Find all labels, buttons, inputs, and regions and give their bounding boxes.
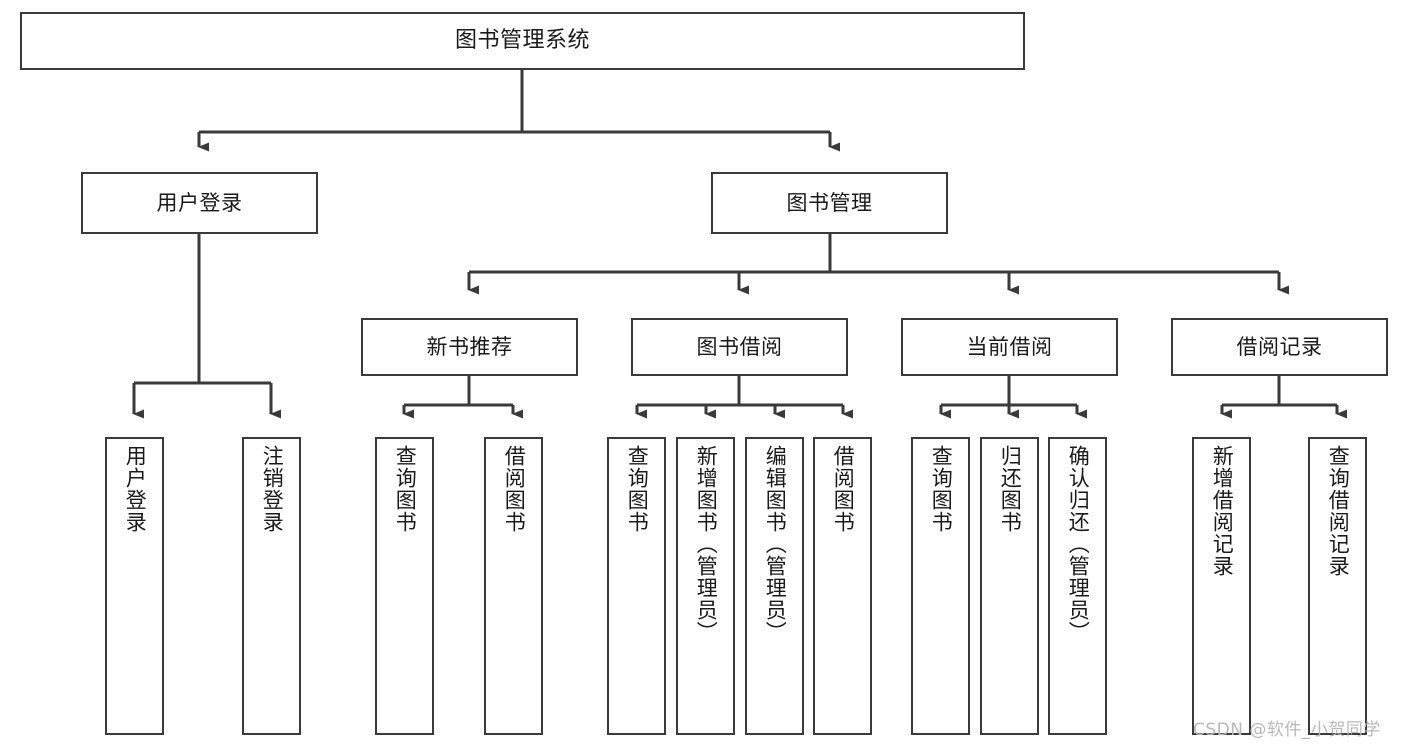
node-label: 新增借阅记录 xyxy=(1210,445,1235,577)
leaf-user-login-signin[interactable]: 用户登录 xyxy=(105,437,164,735)
node-label: 编辑图书（管理员） xyxy=(763,445,788,643)
node-label: 查询借阅记录 xyxy=(1326,445,1351,577)
node-label: 注销登录 xyxy=(260,445,285,533)
node-book-management[interactable]: 图书管理 xyxy=(711,172,948,234)
node-borrow-record[interactable]: 借阅记录 xyxy=(1171,318,1388,376)
node-label: 借阅图书 xyxy=(831,445,856,533)
leaf-user-login-signout[interactable]: 注销登录 xyxy=(242,437,301,735)
leaf-record-add[interactable]: 新增借阅记录 xyxy=(1192,437,1251,735)
leaf-new-book-query[interactable]: 查询图书 xyxy=(375,437,434,735)
node-label: 借阅记录 xyxy=(1236,334,1323,359)
node-label: 借阅图书 xyxy=(502,445,527,533)
leaf-current-return-book[interactable]: 归还图书 xyxy=(980,437,1039,735)
node-root-system[interactable]: 图书管理系统 xyxy=(20,12,1025,70)
node-label: 图书管理系统 xyxy=(454,28,590,54)
node-label: 图书管理 xyxy=(786,190,873,215)
node-label: 图书借阅 xyxy=(696,334,783,359)
node-label: 用户登录 xyxy=(156,190,243,215)
leaf-borrow-query-book[interactable]: 查询图书 xyxy=(607,437,666,735)
node-label: 用户登录 xyxy=(123,445,148,533)
node-label: 确认归还（管理员） xyxy=(1066,445,1091,643)
node-label: 查询图书 xyxy=(625,445,650,533)
watermark: CSDN @软件_小贺同学 xyxy=(1193,720,1381,740)
node-label: 新书推荐 xyxy=(426,334,513,359)
leaf-current-confirm-return-admin[interactable]: 确认归还（管理员） xyxy=(1048,437,1107,735)
node-book-borrow[interactable]: 图书借阅 xyxy=(631,318,848,376)
node-label: 归还图书 xyxy=(998,445,1023,533)
node-label: 查询图书 xyxy=(393,445,418,533)
leaf-record-query[interactable]: 查询借阅记录 xyxy=(1308,437,1367,735)
leaf-new-book-borrow[interactable]: 借阅图书 xyxy=(484,437,543,735)
leaf-borrow-edit-book-admin[interactable]: 编辑图书（管理员） xyxy=(745,437,804,735)
leaf-borrow-borrow-book[interactable]: 借阅图书 xyxy=(813,437,872,735)
node-label: 查询图书 xyxy=(929,445,954,533)
leaf-current-query-book[interactable]: 查询图书 xyxy=(911,437,970,735)
leaf-borrow-add-book-admin[interactable]: 新增图书（管理员） xyxy=(676,437,735,735)
node-user-login[interactable]: 用户登录 xyxy=(81,172,318,234)
node-current-borrow[interactable]: 当前借阅 xyxy=(901,318,1118,376)
node-new-book-recommend[interactable]: 新书推荐 xyxy=(361,318,578,376)
node-label: 当前借阅 xyxy=(966,334,1053,359)
node-label: 新增图书（管理员） xyxy=(694,445,719,643)
